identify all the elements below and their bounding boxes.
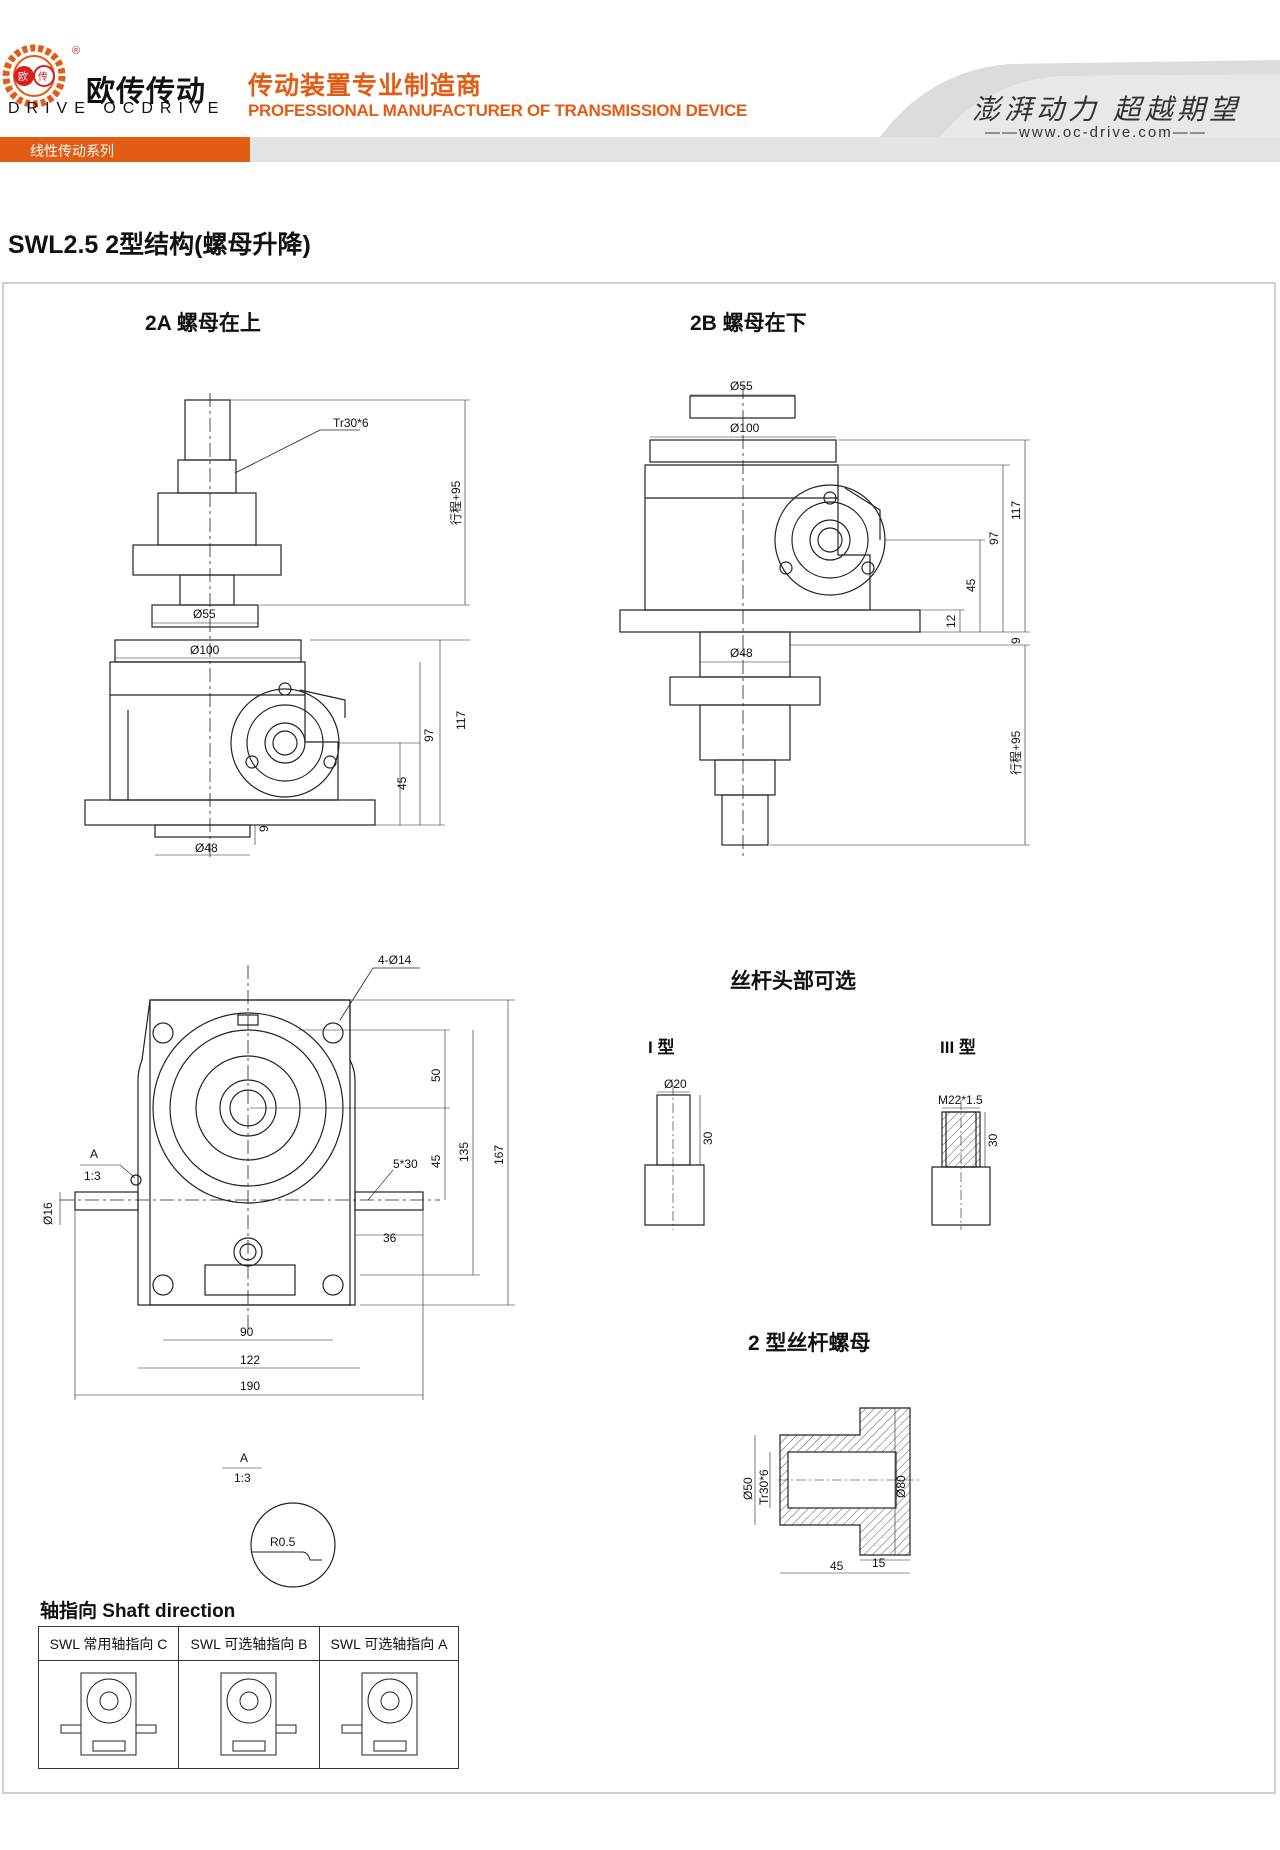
nut-tr: Tr30*6	[757, 1469, 771, 1505]
shaft-direction-table: SWL 常用轴指向 C SWL 可选轴指向 B SWL 可选轴指向 A	[38, 1626, 459, 1769]
dim-top-a: A	[90, 1147, 98, 1161]
shaft-direction-b-icon	[220, 1672, 297, 1756]
slogan: 澎湃动力 超越期望	[972, 93, 1241, 126]
registered-mark: ®	[72, 45, 80, 57]
dim-2a-stroke: 行程+95	[448, 480, 463, 525]
tagline-en: PROFESSIONAL MANUFACTURER OF TRANSMISSIO…	[248, 101, 748, 120]
dim-2b-d100: Ø100	[730, 421, 760, 435]
dim-2a-d55: Ø55	[193, 607, 216, 621]
dim-top-135: 135	[457, 1142, 471, 1162]
section-title-2a: 2A 螺母在上	[145, 311, 261, 335]
dim-top-50: 50	[429, 1068, 443, 1082]
dim-2b-117: 117	[1009, 501, 1023, 520]
head-i-len: 30	[701, 1131, 715, 1145]
view-top: 4-Ø14 A 1:3 5*30 Ø16 50 45 135 167 36 90…	[41, 953, 515, 1400]
company-logo: 欧 传 ®	[2, 44, 80, 108]
dim-2a-d48: Ø48	[195, 841, 218, 855]
shaft-cell-c: SWL 常用轴指向 C	[39, 1627, 179, 1768]
head-type-iii: III 型	[940, 1037, 976, 1057]
dim-2a-d100: Ø100	[190, 643, 220, 657]
page-header: 欧 传 ® 欧传传动 DRIVE OCDRIVE 传动装置专业制造商 PROFE…	[0, 0, 1280, 170]
drawing-frame	[2, 282, 1276, 1794]
head-iii-len: 30	[986, 1133, 1000, 1147]
page-title: SWL2.5 2型结构(螺母升降)	[8, 231, 311, 259]
head-i-dia: Ø20	[664, 1077, 687, 1091]
shaft-cell-a: SWL 可选轴指向 A	[320, 1627, 458, 1768]
website-url: ——www.oc-drive.com——	[985, 124, 1207, 141]
section-title-heads: 丝杆头部可选	[730, 969, 856, 993]
logo-char-2: 传	[38, 71, 48, 83]
dim-2a-117: 117	[454, 711, 468, 730]
dim-2a-thread: Tr30*6	[333, 416, 369, 430]
view-2a: Tr30*6 行程+95 Ø55 Ø100 117 97 45 9 Ø48	[84, 393, 470, 860]
dim-2b-97: 97	[987, 531, 1001, 545]
head-iii-thread: M22*1.5	[938, 1093, 983, 1107]
dim-top-167: 167	[492, 1145, 506, 1165]
shaft-direction-a-icon	[341, 1672, 418, 1756]
dim-2b-d48: Ø48	[730, 646, 753, 660]
dim-top-45: 45	[429, 1154, 443, 1168]
nut-l45: 45	[830, 1559, 844, 1573]
brand-name-cn: 欧传传动	[86, 76, 207, 108]
section-title-nut: 2 型丝杆螺母	[748, 1331, 871, 1355]
shaft-cell-b: SWL 可选轴指向 B	[179, 1627, 320, 1768]
dim-2a-97: 97	[422, 728, 436, 742]
dim-top-d16: Ø16	[41, 1202, 55, 1225]
dim-2b-d55: Ø55	[730, 379, 753, 393]
detail-a: A 1:3 R0.5	[222, 1451, 336, 1588]
shaft-cell-label: SWL 常用轴指向 C	[39, 1627, 178, 1661]
dim-2b-45: 45	[964, 578, 978, 592]
shaft-cell-label: SWL 可选轴指向 A	[320, 1627, 458, 1661]
dim-top-holes: 4-Ø14	[378, 953, 412, 967]
nut-l15: 15	[872, 1556, 886, 1570]
shaft-direction-title: 轴指向 Shaft direction	[40, 1601, 236, 1622]
dim-top-key: 5*30	[393, 1157, 418, 1171]
dim-2b-stroke: 行程+95	[1008, 730, 1023, 775]
dim-top-190: 190	[240, 1379, 260, 1393]
nut-d50: Ø50	[741, 1477, 755, 1500]
nut-section: 2 型丝杆螺母 Ø50 Tr30*6 Ø80 45 15	[741, 1331, 920, 1574]
brand-name-en: DRIVE OCDRIVE	[8, 100, 226, 117]
dim-top-scale: 1:3	[84, 1169, 101, 1183]
view-2b: Ø55 Ø100 117 97 45 12 9 Ø48 行程+95	[619, 379, 1030, 860]
shaft-cell-label: SWL 可选轴指向 B	[179, 1627, 319, 1661]
header-background	[0, 60, 1280, 162]
series-label: 线性传动系列	[30, 143, 114, 159]
tagline-cn: 传动装置专业制造商	[248, 72, 483, 100]
head-type-i: I 型	[648, 1037, 674, 1057]
detail-a-radius: R0.5	[270, 1535, 296, 1549]
nut-d80: Ø80	[894, 1475, 908, 1498]
detail-a-scale: 1:3	[234, 1471, 251, 1485]
dim-2b-9: 9	[1009, 637, 1023, 644]
dim-2b-12: 12	[944, 614, 958, 628]
dim-top-122: 122	[240, 1353, 260, 1367]
dim-2a-9: 9	[257, 825, 271, 832]
dim-top-90: 90	[240, 1325, 254, 1339]
section-title-2b: 2B 螺母在下	[690, 311, 807, 335]
dim-2a-45: 45	[395, 776, 409, 790]
shaft-direction-c-icon	[60, 1672, 157, 1756]
dim-top-36: 36	[383, 1231, 397, 1245]
logo-char-1: 欧	[18, 71, 28, 83]
detail-a-label: A	[240, 1451, 248, 1465]
screw-heads: 丝杆头部可选 I 型 III 型 Ø20 30 M22*1.5 30	[644, 969, 1000, 1230]
